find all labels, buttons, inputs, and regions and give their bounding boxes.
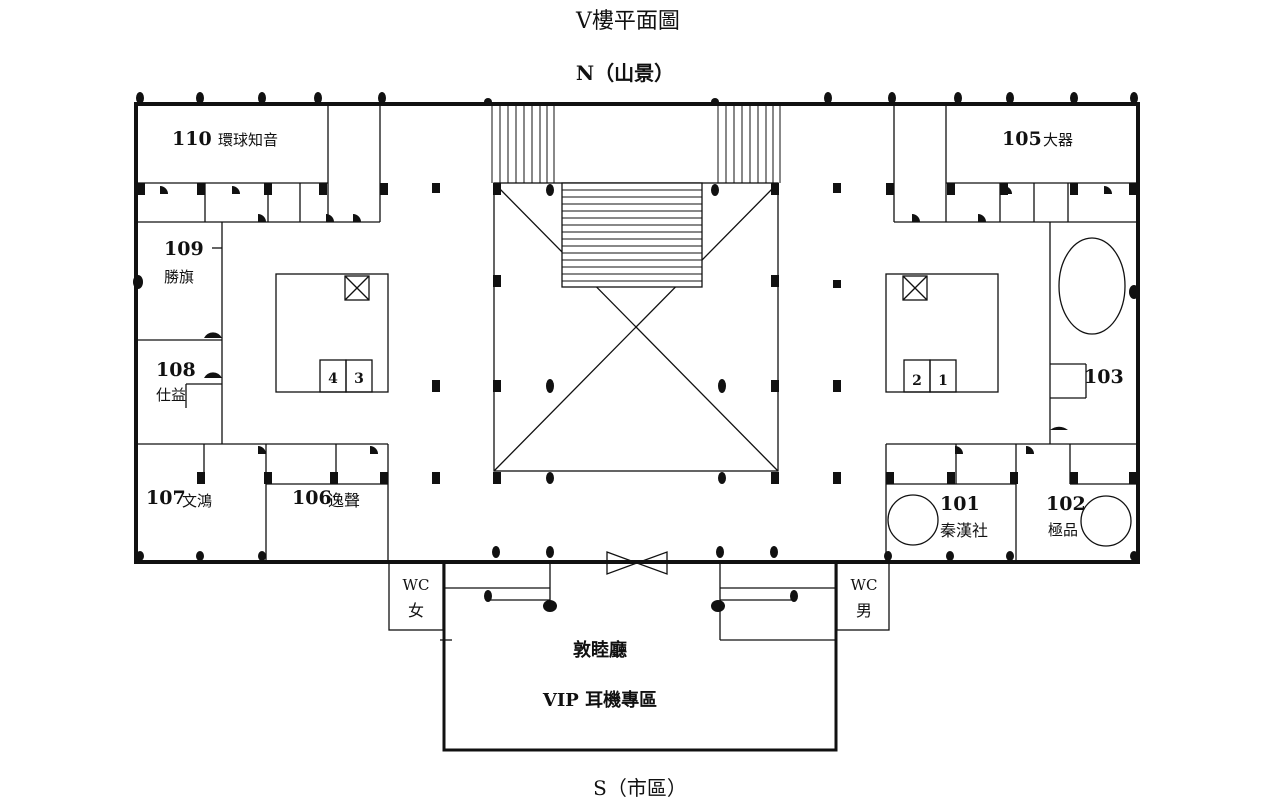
wc-women-label: WC bbox=[403, 576, 430, 594]
room-101-number: 101 bbox=[940, 493, 980, 515]
wc-men-room bbox=[836, 561, 890, 631]
lobby-name: 敦睦廳 bbox=[573, 639, 627, 661]
plan-title: V樓平面圖 bbox=[575, 9, 680, 34]
room-106-number: 106 bbox=[292, 487, 332, 509]
lobby-partitions bbox=[440, 562, 836, 641]
columns bbox=[133, 92, 1139, 612]
elevator-3: 3 bbox=[354, 371, 364, 387]
atrium bbox=[493, 182, 779, 472]
north-label: N（山景） bbox=[576, 61, 674, 85]
room-109-name: 勝旗 bbox=[164, 268, 194, 286]
room-105-name: 大器 bbox=[1043, 131, 1073, 149]
east-side-room bbox=[886, 222, 1138, 445]
elevator-4: 4 bbox=[328, 371, 338, 387]
south-label: S（市區） bbox=[593, 776, 687, 800]
entrance-door bbox=[606, 551, 668, 575]
wc-men-sub: 男 bbox=[856, 601, 872, 620]
room-103-number: 103 bbox=[1084, 366, 1124, 388]
room-102-number: 102 bbox=[1046, 493, 1086, 515]
lobby-wall bbox=[442, 560, 838, 752]
room-107-name: 文鴻 bbox=[182, 492, 212, 510]
wc-women-sub: 女 bbox=[408, 601, 424, 620]
north-west-rooms bbox=[136, 104, 381, 223]
wc-women-room bbox=[388, 561, 444, 631]
room-108-name: 仕益 bbox=[156, 386, 186, 404]
room-102-name: 極品 bbox=[1048, 521, 1078, 539]
room-109-number: 109 bbox=[164, 238, 204, 260]
room-107-number: 107 bbox=[146, 487, 186, 509]
room-110-name: 環球知音 bbox=[218, 131, 278, 149]
lobby-zone: VIP 耳機專區 bbox=[542, 689, 657, 711]
elevator-2: 2 bbox=[912, 373, 922, 389]
west-side-rooms bbox=[136, 222, 388, 445]
doors bbox=[160, 186, 1112, 454]
wc-men-label: WC bbox=[851, 576, 878, 594]
room-101-name: 秦漢社 bbox=[940, 521, 988, 540]
room-108-number: 108 bbox=[156, 359, 196, 381]
room-110-number: 110 bbox=[172, 128, 212, 150]
north-stairs bbox=[491, 104, 781, 183]
room-105-number: 105 bbox=[1002, 128, 1042, 150]
room-106-name: 逸聲 bbox=[328, 491, 360, 510]
elevator-cores bbox=[275, 273, 999, 393]
elevator-1: 1 bbox=[938, 373, 948, 389]
north-east-rooms bbox=[893, 104, 1138, 223]
outer-wall bbox=[134, 102, 1140, 564]
